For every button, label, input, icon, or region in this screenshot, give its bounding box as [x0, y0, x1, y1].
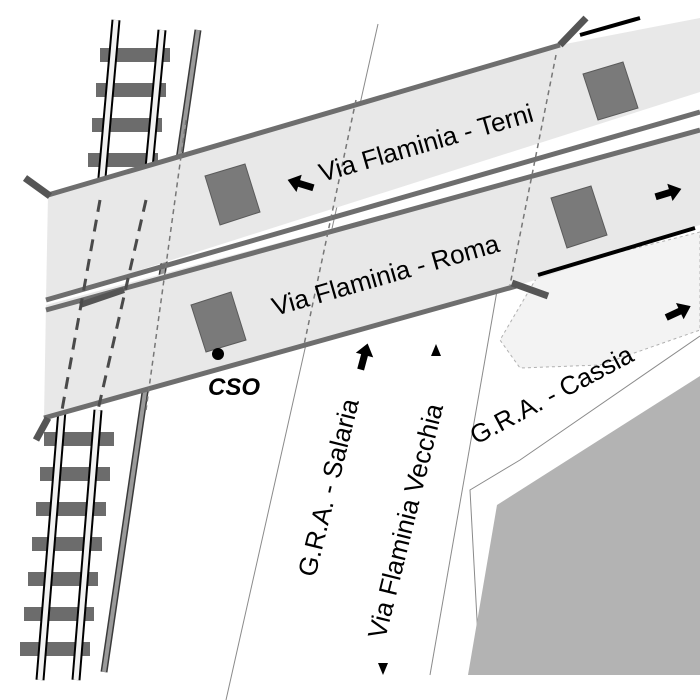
arrowhead-up-icon	[431, 344, 441, 356]
vehicle	[190, 291, 247, 353]
deck-terni	[46, 18, 700, 300]
vehicle	[582, 61, 639, 121]
cassia-road-edge	[469, 335, 700, 676]
label-cso: CSO	[208, 374, 260, 401]
flaminia-vecchia-road-edge	[429, 284, 499, 676]
railway	[20, 19, 202, 681]
vehicle	[204, 163, 261, 226]
arrowhead-icons	[378, 344, 441, 675]
deck-edge	[47, 42, 561, 198]
expansion-joint	[557, 15, 589, 48]
deck-edge	[45, 109, 700, 303]
direction-arrow-icon	[664, 302, 691, 321]
hidden-roads	[145, 54, 557, 411]
road-edge-black	[579, 16, 641, 37]
railway-ties	[20, 432, 114, 656]
expansion-joint	[32, 416, 52, 442]
expansion-joint	[510, 279, 550, 300]
railway-lower-segment	[20, 409, 114, 681]
vehicles	[190, 61, 639, 353]
expansion-joint	[79, 287, 125, 308]
railway-upper-segment	[88, 19, 170, 201]
hidden-tracks	[60, 199, 148, 411]
paved-area	[499, 231, 700, 369]
direction-arrows	[287, 174, 691, 371]
label-gra-salaria: G.R.A. - Salaria	[292, 395, 365, 579]
rail	[37, 409, 65, 681]
rail	[73, 409, 101, 681]
direction-arrow-icon	[654, 183, 682, 202]
road-edge-black	[537, 226, 696, 277]
deck-edge	[43, 282, 521, 421]
arrowhead-down-icon	[378, 663, 388, 675]
direction-arrow-icon	[287, 174, 315, 193]
vehicle	[550, 185, 608, 249]
cso-point-icon	[212, 348, 224, 360]
label-via-flaminia-vecchia: Via Flaminia Vecchia	[362, 400, 450, 641]
expansion-joint	[22, 175, 53, 199]
rail	[97, 19, 119, 201]
direction-arrow-icon	[355, 343, 374, 371]
building-block	[468, 376, 700, 675]
deck-edge	[45, 127, 700, 313]
